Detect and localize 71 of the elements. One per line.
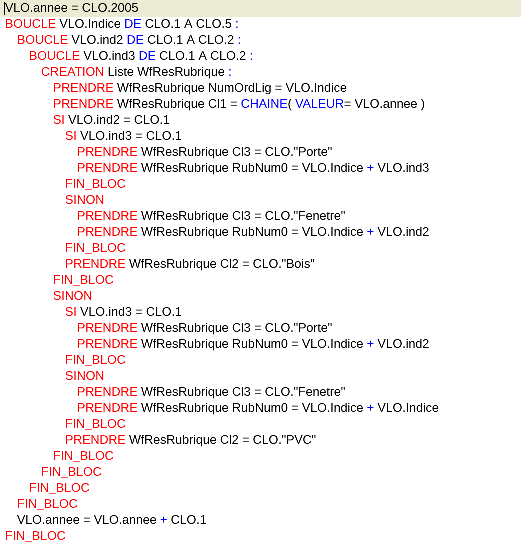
label: VALEUR bbox=[296, 99, 344, 108]
code-line: FIN_BLOC bbox=[54, 451, 114, 462]
code-line: FIN_BLOC bbox=[18, 499, 78, 510]
code-line: PRENDRE WfResRubrique Cl3 = CLO."Fenetre" bbox=[78, 211, 345, 223]
label: BOUCLE bbox=[6, 19, 56, 28]
code-line: FIN_BLOC bbox=[66, 243, 126, 254]
code-line: CREATION Liste WfResRubrique : bbox=[42, 67, 231, 79]
label: DE bbox=[126, 19, 142, 28]
label: BOUCLE bbox=[18, 35, 68, 44]
code-line: PRENDRE WfResRubrique Cl3 = CLO."Porte" bbox=[78, 323, 332, 335]
label: + bbox=[368, 164, 374, 171]
label: PRENDRE bbox=[54, 99, 114, 108]
code-line: SI VLO.ind3 = CLO.1 bbox=[66, 131, 182, 140]
code-line: PRENDRE WfResRubrique Cl3 = CLO."Porte" bbox=[78, 147, 332, 159]
label: + bbox=[368, 228, 374, 235]
label: CLO.1 A CLO.2 bbox=[160, 51, 246, 60]
label: BOUCLE bbox=[30, 51, 80, 60]
label: + bbox=[368, 404, 374, 411]
code-line: FIN_BLOC bbox=[54, 275, 114, 286]
label: : bbox=[236, 21, 238, 28]
label: VLO.ind3 bbox=[84, 51, 135, 60]
label: CLO.1 A CLO.5 bbox=[146, 19, 232, 28]
label: WfResRubrique RubNum0 = VLO.Indice bbox=[141, 227, 364, 239]
code-line: PRENDRE WfResRubrique Cl2 = CLO."PVC" bbox=[66, 435, 316, 447]
code-line: FIN_BLOC bbox=[66, 355, 126, 366]
code-line: VLO.annee = VLO.annee + CLO.1 bbox=[17, 515, 206, 524]
label: WfResRubrique RubNum0 = VLO.Indice bbox=[141, 163, 364, 175]
label: CLO.1 A CLO.2 bbox=[148, 35, 234, 44]
label: ( bbox=[288, 99, 292, 111]
label: WfResRubrique RubNum0 = VLO.Indice bbox=[141, 403, 364, 415]
code-line: FIN_BLOC bbox=[30, 483, 90, 494]
code-line: BOUCLE VLO.ind3 DE CLO.1 A CLO.2 : bbox=[30, 51, 252, 60]
label: VLO.Indice bbox=[378, 403, 439, 412]
label: WfResRubrique Cl1 = bbox=[117, 99, 237, 111]
label: : bbox=[250, 53, 252, 60]
code-line: SINON bbox=[66, 195, 104, 204]
code-line: FIN_BLOC bbox=[6, 531, 66, 542]
code-line: SINON bbox=[66, 371, 104, 380]
label: VLO.Indice bbox=[60, 19, 120, 28]
code-line: PRENDRE WfResRubrique RubNum0 = VLO.Indice + VLO.ind3 bbox=[78, 163, 429, 175]
code-line: FIN_BLOC bbox=[42, 467, 102, 478]
label: PRENDRE bbox=[78, 403, 138, 412]
label: VLO.ind2 bbox=[72, 35, 123, 44]
label: PRENDRE bbox=[78, 163, 138, 172]
code-line: PRENDRE WfResRubrique Cl3 = CLO."Fenetre" bbox=[78, 387, 345, 399]
label: DE bbox=[128, 35, 144, 44]
code-line: SI VLO.ind2 = CLO.1 bbox=[54, 115, 170, 124]
code-line: SINON bbox=[54, 291, 92, 300]
label: CHAINE bbox=[242, 99, 288, 108]
label: VLO.ind2 bbox=[378, 227, 429, 236]
code-line: SI VLO.ind3 = CLO.1 bbox=[66, 307, 182, 316]
code-line: VLO.annee = CLO.2005 bbox=[5, 3, 138, 12]
code-line: PRENDRE WfResRubrique RubNum0 = VLO.Indice + VLO.ind2 bbox=[78, 339, 429, 351]
label: PRENDRE bbox=[78, 227, 138, 236]
code-line: BOUCLE VLO.Indice DE CLO.1 A CLO.5 : bbox=[6, 19, 238, 28]
label: WfResRubrique RubNum0 = VLO.Indice bbox=[141, 339, 364, 351]
label: DE bbox=[140, 51, 156, 60]
code-line: PRENDRE WfResRubrique RubNum0 = VLO.Indice + VLO.Indice bbox=[78, 403, 439, 415]
label: : bbox=[238, 37, 240, 44]
label: VLO.ind3 bbox=[378, 163, 429, 172]
label: = VLO.annee ) bbox=[344, 99, 424, 111]
code-line: FIN_BLOC bbox=[66, 419, 126, 430]
code-line: PRENDRE WfResRubrique NumOrdLig = VLO.Indice bbox=[54, 83, 347, 95]
code-line: PRENDRE WfResRubrique Cl1 = CHAINE( VALEUR= VLO.annee ) bbox=[54, 99, 424, 111]
code-line: FIN_BLOC bbox=[66, 179, 126, 190]
code-line: PRENDRE WfResRubrique Cl2 = CLO."Bois" bbox=[66, 259, 314, 271]
code-line: PRENDRE WfResRubrique RubNum0 = VLO.Indice + VLO.ind2 bbox=[78, 227, 429, 239]
label: + bbox=[368, 340, 374, 347]
label: PRENDRE bbox=[78, 339, 138, 348]
code-line: BOUCLE VLO.ind2 DE CLO.1 A CLO.2 : bbox=[18, 35, 240, 44]
label: VLO.ind2 bbox=[378, 339, 429, 348]
